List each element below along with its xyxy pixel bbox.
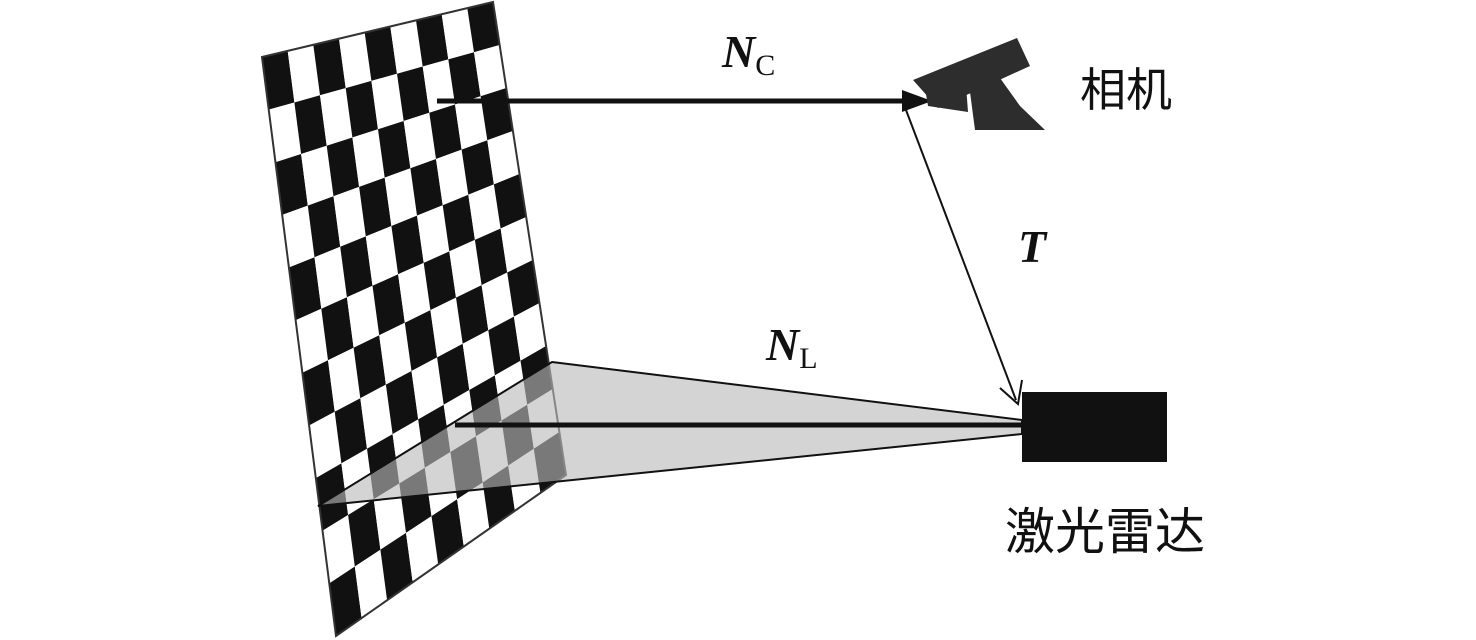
- checker-square: [455, 96, 488, 150]
- checker-square: [437, 343, 470, 405]
- checker-square: [461, 140, 494, 195]
- checker-square: [385, 371, 419, 435]
- checker-square: [456, 285, 489, 344]
- checker-square: [328, 347, 361, 412]
- checker-square: [380, 532, 413, 601]
- checker-square: [314, 246, 347, 309]
- transform-label: T: [1018, 221, 1048, 272]
- checker-square: [423, 251, 456, 311]
- lidar-label: 激光雷达: [1005, 503, 1205, 561]
- lidar-normal-subscript: L: [799, 342, 817, 375]
- checker-square: [487, 131, 520, 185]
- checker-square: [313, 38, 346, 96]
- checkerboard-target: [262, 2, 566, 636]
- checker-square: [468, 184, 501, 240]
- checker-square: [410, 159, 443, 216]
- checker-square: [353, 335, 386, 399]
- checker-square: [462, 330, 495, 390]
- checker-square: [404, 310, 438, 371]
- checker-square: [442, 194, 475, 252]
- checker-square: [262, 50, 295, 110]
- checker-square: [321, 297, 354, 361]
- checker-square: [431, 499, 464, 565]
- checker-square: [500, 217, 533, 273]
- checker-square: [481, 272, 514, 331]
- checker-square: [449, 239, 482, 298]
- checker-square: [322, 515, 355, 584]
- checker-square: [364, 26, 397, 81]
- checker-square: [295, 308, 328, 373]
- checker-square: [371, 73, 404, 130]
- checker-square: [448, 52, 481, 105]
- checker-square: [488, 316, 521, 376]
- checker-square: [282, 205, 315, 268]
- checker-square: [513, 303, 547, 361]
- checker-square: [329, 566, 362, 636]
- checker-square: [378, 121, 411, 178]
- transform-arrowhead: [999, 379, 1023, 406]
- checker-square: [352, 129, 385, 187]
- checker-square: [346, 285, 380, 348]
- checker-square: [372, 274, 405, 336]
- checker-square: [417, 205, 450, 263]
- checker-square: [493, 174, 527, 229]
- checker-square: [467, 2, 500, 53]
- checker-square: [429, 104, 462, 159]
- checker-square: [354, 549, 388, 619]
- checker-square: [348, 499, 381, 567]
- checker-square: [334, 398, 367, 464]
- checker-square: [309, 411, 342, 479]
- checker-square: [275, 154, 308, 215]
- checker-square: [307, 196, 341, 258]
- checker-square: [391, 215, 424, 275]
- camera-normal-subscript: C: [755, 49, 775, 82]
- camera-label: 相机: [1080, 63, 1172, 117]
- checker-square: [474, 228, 508, 286]
- checker-square: [301, 145, 334, 206]
- lidar-normal-label: NL: [765, 319, 818, 375]
- checker-square: [474, 45, 507, 97]
- checker-square: [390, 20, 423, 74]
- checker-square: [345, 80, 378, 138]
- checker-square: [403, 112, 436, 169]
- checker-square: [268, 102, 302, 163]
- camera-normal-label: NC: [721, 26, 775, 82]
- checker-square: [339, 32, 372, 89]
- checker-square: [436, 149, 469, 206]
- checker-square: [326, 137, 360, 197]
- checker-square: [397, 66, 430, 121]
- checker-square: [360, 384, 393, 449]
- transform-arrow-line: [905, 109, 1017, 401]
- checker-square: [340, 236, 373, 298]
- camera-icon: [913, 38, 1045, 130]
- checker-square: [287, 44, 320, 103]
- checker-square: [441, 8, 474, 60]
- checker-square: [365, 226, 399, 286]
- checker-square: [430, 297, 463, 358]
- checker-square: [416, 14, 449, 67]
- checker-square: [302, 360, 335, 426]
- checker-square: [507, 260, 540, 317]
- checker-square: [333, 186, 366, 247]
- checker-square: [379, 322, 412, 385]
- checker-square: [294, 95, 327, 154]
- checker-square: [411, 357, 444, 420]
- checker-square: [359, 177, 392, 237]
- checker-square: [320, 88, 353, 146]
- camera-normal-arrowhead: [902, 90, 932, 112]
- checker-square: [384, 168, 417, 226]
- checker-square: [406, 516, 439, 583]
- lidar-sensor-block: [1022, 392, 1167, 462]
- checker-square: [288, 257, 322, 321]
- checker-square: [398, 262, 431, 323]
- checker-square: [457, 482, 490, 547]
